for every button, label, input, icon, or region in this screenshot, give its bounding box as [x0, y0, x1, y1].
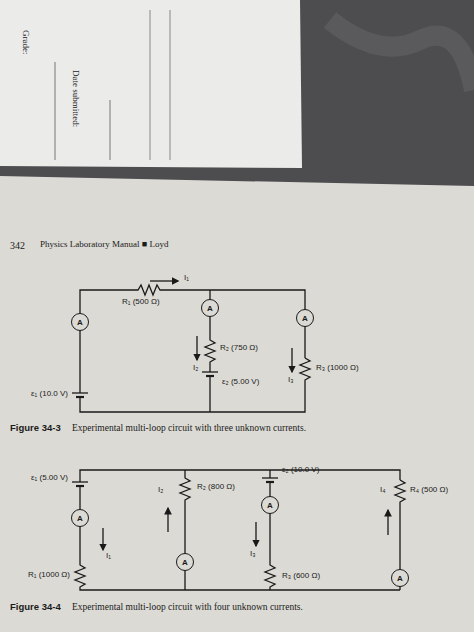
form-field: Date submitted: — [70, 70, 80, 127]
current-arrow — [196, 336, 197, 360]
fabric-fold — [330, 20, 474, 90]
ammeter-letter: A — [77, 318, 83, 327]
component-label: ε₂ (5.00 V) — [222, 378, 259, 387]
book-page — [0, 176, 474, 632]
circuit-34-3 — [72, 281, 310, 412]
ammeter-symbol: A — [201, 299, 219, 317]
ammeter-letter: A — [77, 514, 83, 523]
battery-symbol — [262, 477, 278, 478]
ammeter-letter: A — [397, 574, 403, 583]
resistor-symbol — [75, 486, 400, 590]
running-header: Physics Laboratory Manual ■ Loyd — [40, 240, 168, 250]
ammeter-symbol: A — [391, 569, 409, 587]
component-label: ε₁ (10.0 V) — [31, 390, 68, 399]
ammeter-symbol: A — [296, 309, 314, 327]
figure-caption: Experimental multi-loop circuit with fou… — [72, 602, 303, 612]
wire — [209, 376, 210, 412]
component-label: R₁ (500 Ω) — [122, 298, 160, 307]
ammeter-letter: A — [267, 501, 273, 510]
ammeter-letter: A — [207, 304, 213, 313]
fabric-background — [0, 0, 474, 200]
resistor-symbol — [80, 358, 310, 412]
ruled-line — [170, 10, 171, 160]
wire — [80, 285, 305, 393]
figure-number: Figure 34-4 — [10, 602, 61, 612]
component-label: ε₁ (5.00 V) — [31, 474, 68, 483]
figure-number: Figure 34-3 — [10, 423, 61, 433]
current-arrow — [291, 348, 292, 372]
battery-symbol — [72, 481, 88, 482]
component-label: R₁ (1000 Ω) — [28, 571, 70, 580]
ammeter-symbol: A — [176, 553, 194, 571]
ruled-line — [55, 62, 56, 160]
ammeter-symbol: A — [71, 509, 89, 527]
current-label: I₃ — [250, 550, 255, 559]
component-label: R₄ (500 Ω) — [410, 486, 448, 495]
current-label: I₂ — [158, 486, 163, 495]
wire — [80, 470, 400, 482]
current-label: I₄ — [380, 486, 386, 495]
battery-symbol — [72, 392, 88, 393]
wire — [269, 470, 270, 478]
ruled-line — [110, 100, 111, 160]
battery-symbol — [76, 396, 84, 398]
page-number: 342 — [10, 240, 25, 251]
current-label: I₂ — [193, 364, 198, 373]
ammeter-symbol: A — [71, 313, 89, 331]
form-field: Grade: — [20, 30, 30, 55]
current-label: I₃ — [288, 376, 293, 385]
component-label: R₃ (1000 Ω) — [316, 364, 359, 373]
current-arrow — [255, 522, 256, 546]
current-arrow — [387, 510, 388, 535]
ammeter-letter: A — [182, 558, 188, 567]
component-label: R₂ (750 Ω) — [220, 344, 258, 353]
component-label: R₂ (800 Ω) — [197, 483, 235, 492]
ruled-line — [150, 10, 151, 160]
current-label: I₁ — [106, 552, 111, 561]
current-arrow — [167, 508, 168, 532]
current-arrow — [150, 280, 178, 281]
figure-caption: Experimental multi-loop circuit with thr… — [72, 423, 306, 433]
current-arrow — [102, 528, 103, 550]
battery-symbol — [202, 371, 218, 372]
current-label: I₁ — [184, 274, 189, 283]
component-label: ε₂ (10.0 V) — [282, 466, 319, 475]
ammeter-letter: A — [302, 314, 308, 323]
ammeter-symbol: A — [261, 496, 279, 514]
paper-sheet — [0, 0, 302, 168]
circuit-34-4 — [72, 470, 405, 590]
component-label: R₃ (600 Ω) — [282, 572, 320, 581]
resistor-symbol — [180, 470, 190, 590]
